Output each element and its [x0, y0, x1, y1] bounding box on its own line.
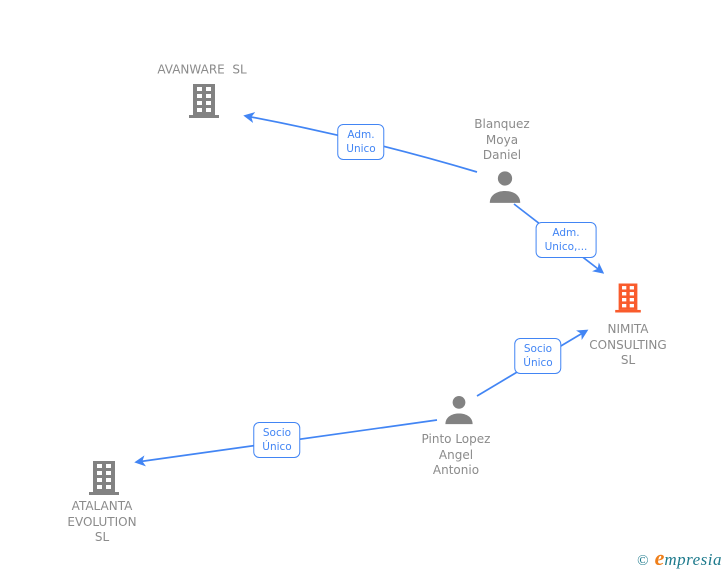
copyright-icon: ©: [637, 553, 649, 569]
relationship-label-pinto-nimita: Socio Único: [514, 338, 562, 374]
company-building-icon-nimita[interactable]: [615, 283, 641, 313]
node-label-nimita[interactable]: NIMITA CONSULTING SL: [589, 321, 667, 367]
logo-initial-letter: e: [654, 545, 665, 570]
relationship-label-blanquez-nimita: Adm. Unico,...: [535, 222, 597, 258]
relationship-label-pinto-atalanta: Socio Único: [253, 422, 301, 458]
person-icon-pinto[interactable]: [442, 393, 476, 427]
logo-wordmark: mpresia: [664, 550, 722, 569]
relationship-label-blanquez-avanware: Adm. Unico: [337, 124, 385, 160]
node-label-pinto[interactable]: Pinto Lopez Angel Antonio: [421, 431, 491, 477]
node-label-avanware[interactable]: AVANWARE SL: [157, 62, 247, 77]
company-building-icon-avanware[interactable]: [189, 84, 219, 118]
node-label-atalanta[interactable]: ATALANTA EVOLUTION SL: [67, 498, 137, 544]
person-icon-blanquez[interactable]: [486, 168, 524, 206]
company-building-icon-atalanta[interactable]: [89, 461, 119, 496]
node-label-blanquez[interactable]: Blanquez Moya Daniel: [474, 116, 530, 162]
